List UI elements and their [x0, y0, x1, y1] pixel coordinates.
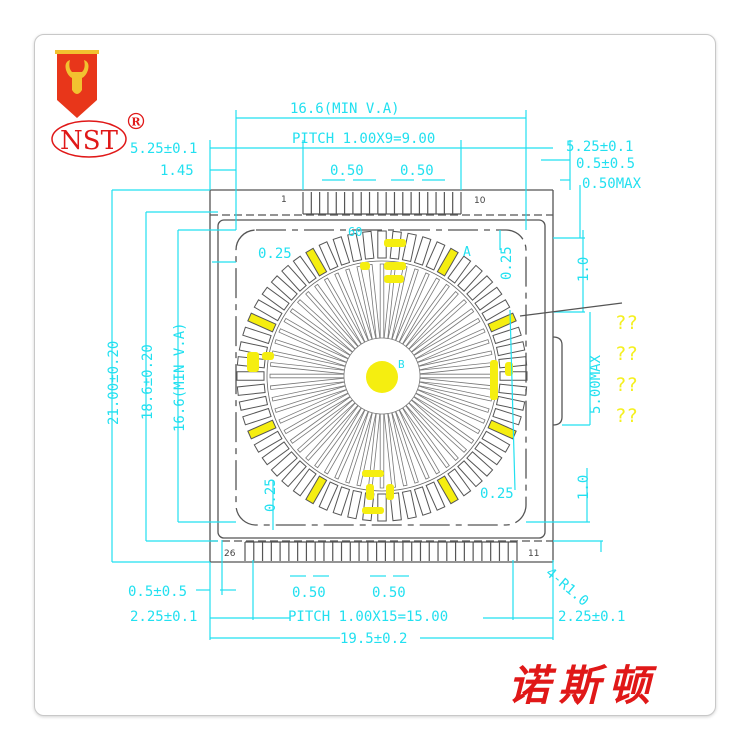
dim-corner-radius: 4-R1.0 [542, 565, 591, 610]
dim-top-right-gap: 0.5±0.5 [576, 156, 635, 172]
dim-glass-height: 18.6±0.20 [140, 344, 156, 420]
dim-bottom-left-gap: 0.5±0.5 [128, 584, 187, 600]
center-dot-highlight [366, 361, 398, 393]
dim-total-height: 21.00±0.20 [106, 341, 122, 425]
top-pin-row [302, 192, 462, 215]
dim-total-width: 19.5±0.2 [340, 631, 407, 647]
dim-inner-corner-bottom-left: 0.25 [263, 478, 279, 512]
nst-logo: NST R [51, 50, 145, 158]
module-outline [209, 189, 563, 563]
highlight-digits [247, 239, 513, 514]
dim-top-pad-width-2: 0.50 [400, 163, 434, 179]
dim-view-area-width: 16.6(MIN V.A) [290, 101, 400, 117]
svg-text:R: R [131, 116, 141, 129]
dim-pitch-top: PITCH 1.00X9=9.00 [292, 131, 435, 147]
dim-tab-height: 5.00MAX [588, 354, 604, 414]
dim-inner-corner-right: 0.25 [499, 246, 515, 280]
dimension-lines [111, 110, 603, 640]
dim-pitch-bottom: PITCH 1.00X15=15.00 [288, 609, 448, 625]
dim-view-area-height: 16.6(MIN V.A) [172, 322, 188, 432]
dim-bottom-left-offset: 2.25±0.1 [130, 609, 197, 625]
point-a-label: A [463, 245, 471, 260]
dim-inner-corner-bottom-right: 0.25 [480, 486, 514, 502]
dim-top-right-offset: 5.25±0.1 [566, 139, 633, 155]
pin-label-11: 11 [528, 549, 539, 559]
bottom-pin-row [244, 541, 518, 561]
dim-bottom-right-offset: 2.25±0.1 [558, 609, 625, 625]
point-b-label: B [398, 358, 405, 371]
bull-head-icon [65, 60, 89, 94]
dim-right-bottom-margin: 1.0 [576, 475, 592, 500]
dim-max-thickness: 0.50MAX [582, 176, 642, 192]
legend-item: ?? [615, 343, 638, 365]
brand-name-chinese: 诺斯顿 [508, 661, 659, 710]
dim-top-left-edge: 1.45 [160, 163, 194, 179]
registered-mark-icon [127, 112, 145, 130]
dim-right-top-margin: 1.0 [576, 257, 592, 282]
dim-top-pad-width-1: 0.50 [330, 163, 364, 179]
dim-inner-corner-left: 0.25 [258, 246, 292, 262]
legend-leader-line [519, 302, 623, 317]
logo-banner-bar [55, 50, 99, 54]
dim-bottom-pad-width-1: 0.50 [292, 585, 326, 601]
dim-bottom-pad-width-2: 0.50 [372, 585, 406, 601]
pin-label-26: 26 [224, 549, 236, 559]
logo-ellipse [51, 120, 127, 158]
pin-label-10: 10 [474, 196, 486, 206]
pin-label-1: 1 [281, 195, 287, 205]
legend-item: ?? [615, 374, 638, 396]
dim-angle-label: 60 [348, 225, 362, 239]
legend-unknown-glyphs: ?? ?? ?? ?? [615, 308, 655, 432]
vertical-dimension-labels: 21.00±0.20 18.6±0.20 16.6(MIN V.A) 0.25 … [106, 246, 604, 512]
legend-item: ?? [615, 312, 638, 334]
legend-item: ?? [615, 405, 638, 427]
logo-brand-text: NST [60, 126, 119, 156]
dim-top-left-offset: 5.25±0.1 [130, 141, 197, 157]
